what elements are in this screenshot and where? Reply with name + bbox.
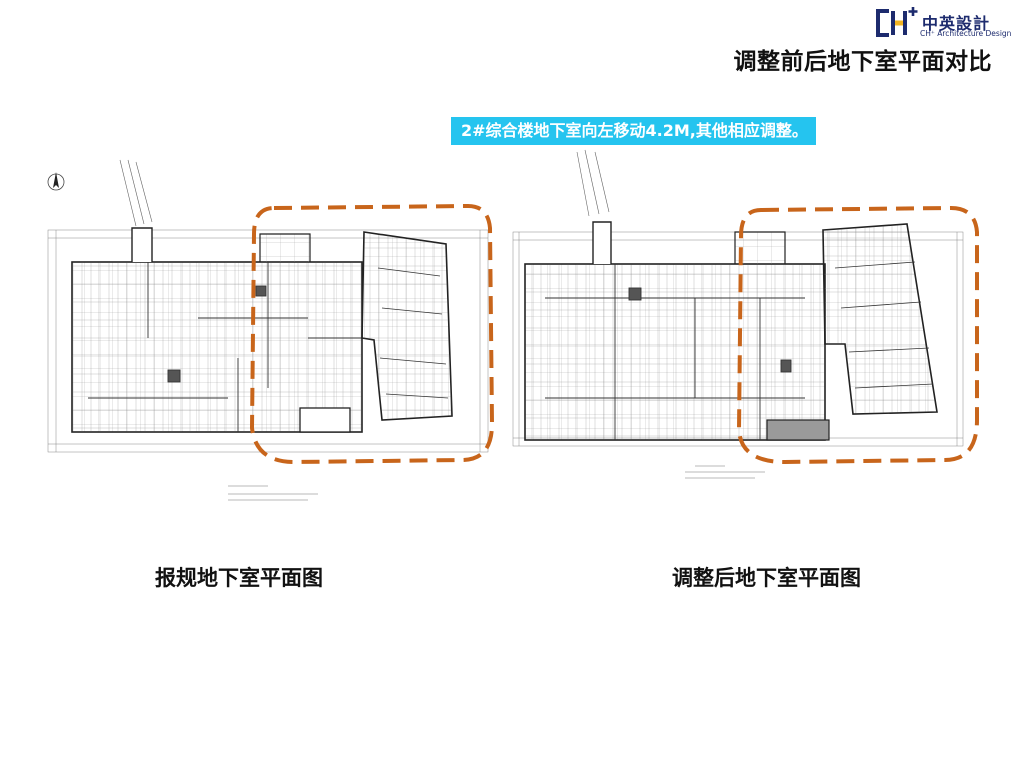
adjustment-note-callout: 2#综合楼地下室向左移动4.2M,其他相应调整。 [451,117,816,145]
dashed-highlight-outline [249,203,495,465]
ch-logo-mark-icon [876,7,918,37]
adjusted-basement-plan [505,148,980,484]
original-plan-caption: 报规地下室平面图 [155,566,323,590]
page-title: 调整前后地下室平面对比 [733,49,992,75]
company-logo: 中英設計 CH⁺ Architecture Design [874,6,1019,42]
brand-english-name: CH⁺ Architecture Design [920,29,1012,38]
adjusted-plan-caption: 调整后地下室平面图 [672,566,861,590]
brand-chinese-name: 中英設計 [922,14,991,33]
dashed-highlight-outline [736,205,979,465]
original-basement-plan [28,158,500,504]
north-arrow-icon [47,172,65,191]
